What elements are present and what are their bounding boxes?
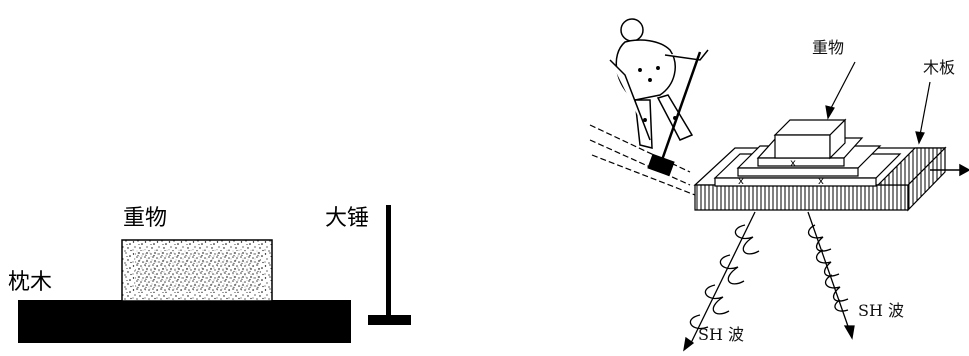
illustration-diagram: x x x bbox=[580, 0, 969, 356]
weight-label-right: 重物 bbox=[812, 38, 845, 57]
leader-lines bbox=[825, 61, 931, 145]
schematic-diagram: 重物 枕木 大锤 bbox=[0, 0, 480, 356]
weight-label: 重物 bbox=[123, 206, 168, 231]
svg-text:x: x bbox=[790, 158, 796, 169]
sh-wave-right-label: SH 波 bbox=[858, 301, 905, 320]
layered-boards: x x x bbox=[713, 118, 902, 187]
sleeper-slab bbox=[18, 300, 351, 343]
hammer-head bbox=[368, 315, 411, 325]
svg-text:x: x bbox=[738, 176, 744, 187]
svg-text:x: x bbox=[818, 176, 824, 187]
sh-wave-right bbox=[807, 211, 855, 340]
illustration-drawing: x x x bbox=[589, 18, 969, 352]
plank-label: 木板 bbox=[923, 58, 956, 77]
schematic-drawing bbox=[18, 205, 411, 343]
sleeper-label: 枕木 bbox=[8, 270, 53, 295]
hammer-handle bbox=[386, 205, 391, 315]
sh-wave-left-label: SH 波 bbox=[698, 325, 745, 344]
sh-wave-left bbox=[683, 211, 760, 352]
worker-figure bbox=[609, 18, 709, 177]
right-arrow bbox=[930, 163, 969, 177]
hammer-label: 大锤 bbox=[325, 206, 370, 231]
